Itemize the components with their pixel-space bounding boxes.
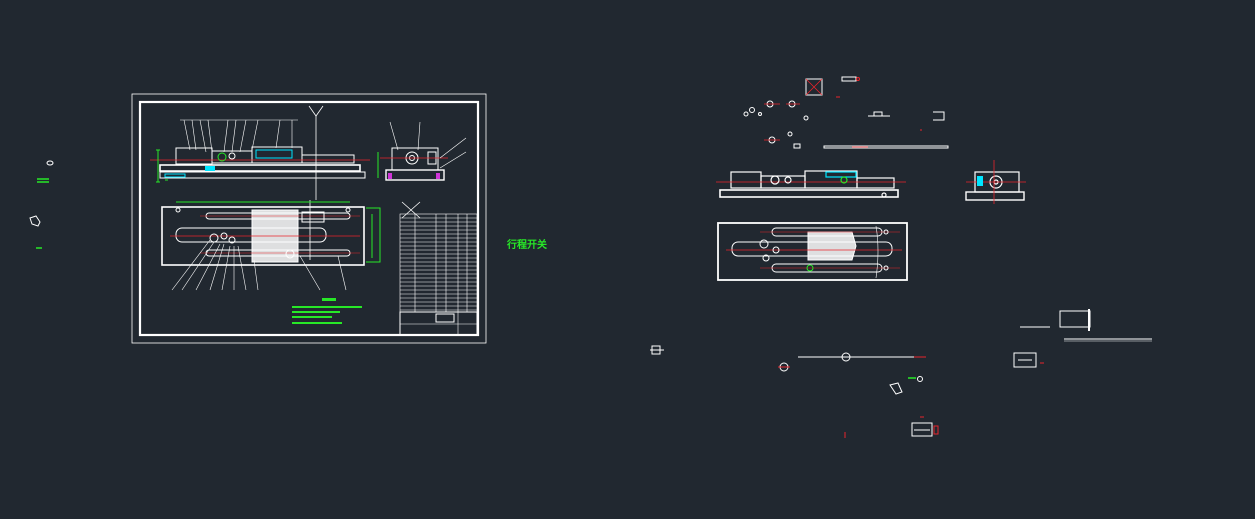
drawing-label: 行程开关 xyxy=(507,240,547,251)
loose-parts-cluster[interactable] xyxy=(743,76,949,149)
drawing-sheet[interactable] xyxy=(131,93,487,344)
right-side-view[interactable] xyxy=(965,160,1026,204)
sheet-inner-border xyxy=(138,100,480,337)
technical-notes xyxy=(292,298,362,324)
plan-view-assembly[interactable] xyxy=(161,201,381,266)
loose-parts-bottom[interactable] xyxy=(650,309,1152,438)
right-front-view[interactable] xyxy=(716,170,906,198)
right-plan-view[interactable] xyxy=(717,222,908,281)
stray-objects-left[interactable] xyxy=(29,160,54,249)
side-view-assembly[interactable] xyxy=(377,121,467,181)
parts-list-rows xyxy=(400,217,477,311)
section-marker xyxy=(308,105,324,260)
plan-view-leaders xyxy=(171,239,347,291)
front-view-leaders xyxy=(180,119,298,153)
parts-list-table[interactable] xyxy=(399,201,478,336)
sheet-outer-border xyxy=(131,93,487,344)
front-view-assembly[interactable] xyxy=(150,146,370,183)
